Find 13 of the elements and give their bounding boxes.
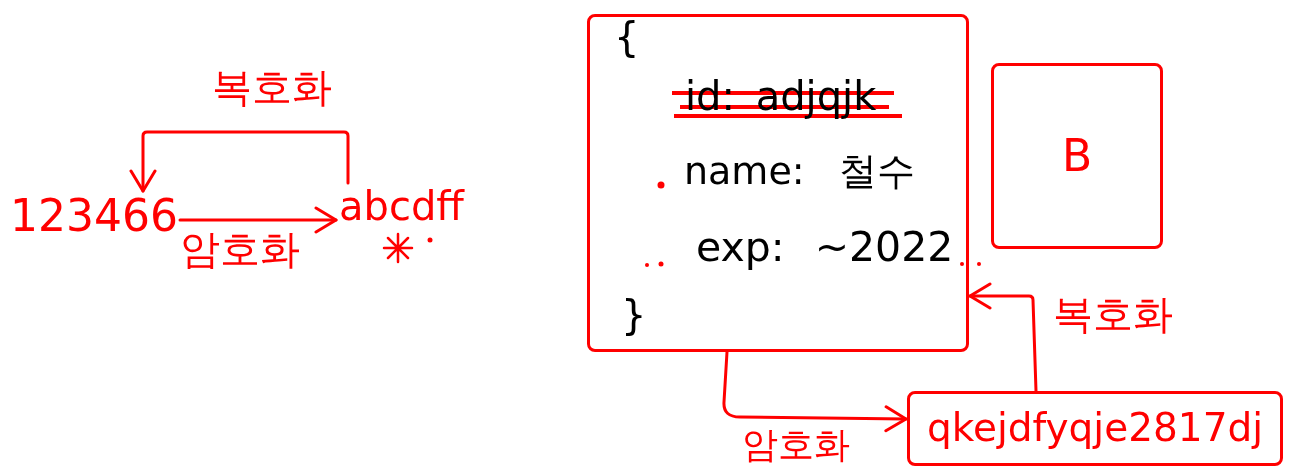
code-line: name: 철수 — [684, 150, 915, 194]
text-label: abcdff — [339, 183, 464, 229]
code-line: } — [621, 292, 647, 338]
code-box — [587, 14, 969, 352]
arrow — [178, 206, 338, 234]
arrow — [722, 350, 908, 433]
label-box: qkejdfyqje2817dj — [907, 391, 1283, 466]
arrow — [968, 282, 1038, 393]
arrow — [129, 130, 350, 193]
text-label: 123466 — [10, 191, 178, 242]
code-line: { — [614, 14, 640, 60]
code-line: exp: ~2022 — [696, 224, 954, 272]
label-box: B — [991, 63, 1163, 249]
